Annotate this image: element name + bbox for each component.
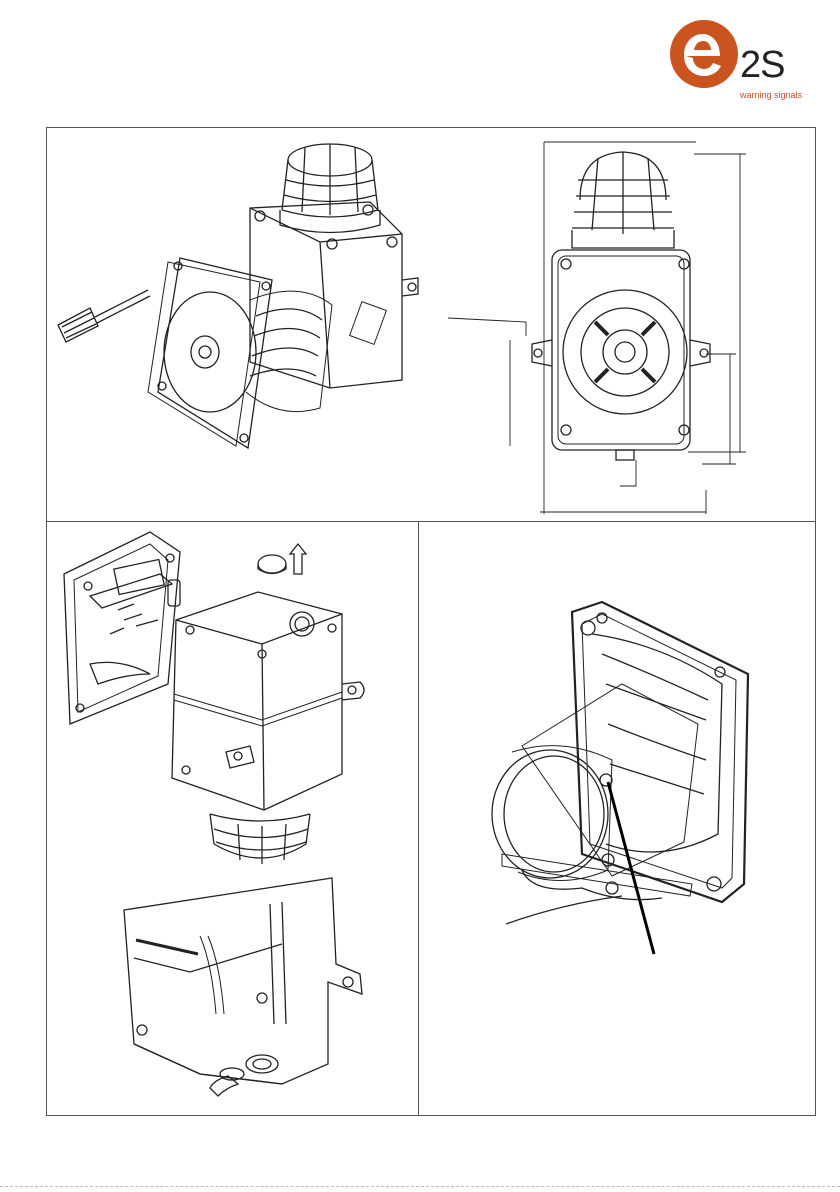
enclosure-box: [250, 202, 418, 388]
beacon-cage: [280, 144, 380, 233]
callout-line: [608, 782, 654, 954]
screwdriver-icon: [58, 290, 150, 342]
logo-tagline: warning signals: [740, 90, 802, 100]
e2s-logo: 2S warning signals: [668, 18, 818, 98]
divider-vertical: [418, 521, 419, 1116]
panel-front-dimensions: [440, 130, 816, 520]
pcb-housing: [64, 532, 180, 724]
cable-entry-detail: [124, 878, 362, 1096]
logo-wordmark: 2S: [740, 44, 784, 87]
dimension-lines: [448, 142, 746, 514]
enclosure-box: [172, 592, 364, 810]
panel-internal-pcb: [50, 524, 416, 1114]
panel-horn-driver: [422, 524, 814, 1114]
beacon-cage-lower: [210, 814, 310, 864]
front-body: [532, 250, 710, 460]
horn-flare: [148, 258, 332, 448]
e2s-logo-mark: [668, 18, 740, 90]
cap-removal: [258, 544, 306, 574]
beacon-cage: [572, 152, 674, 248]
arrow-up-icon: [290, 544, 306, 574]
horn-assembly: [492, 602, 748, 924]
page-footer-rule: [0, 1186, 840, 1187]
divider-horizontal: [46, 521, 816, 522]
panel-iso-open-cover: [50, 130, 450, 520]
